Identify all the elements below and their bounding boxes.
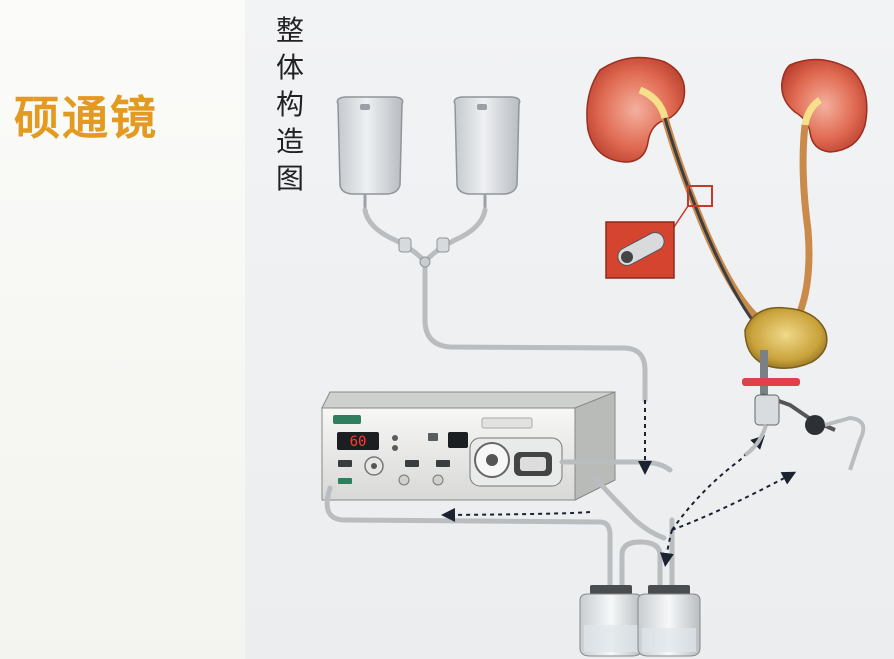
irrigation-pump: 60 bbox=[321, 391, 616, 501]
kidney-right bbox=[781, 58, 868, 153]
bladder bbox=[744, 306, 828, 369]
saline-bag-right bbox=[453, 96, 521, 210]
collection-bottle-right bbox=[637, 585, 701, 657]
scope-tip-inset bbox=[605, 185, 713, 279]
left-panel bbox=[0, 0, 245, 659]
ureters bbox=[661, 117, 813, 331]
drainage-tubing bbox=[324, 459, 675, 591]
flow-arrows bbox=[441, 400, 797, 567]
ureteroscope-handle bbox=[742, 350, 866, 471]
page-title: 硕通镜 bbox=[14, 91, 158, 145]
kidney-left bbox=[586, 56, 686, 163]
y-connector bbox=[398, 237, 450, 268]
pump-display-value: 60 bbox=[350, 434, 367, 450]
inflow-tubing bbox=[362, 207, 648, 403]
diagram-heading: 整体构造图 bbox=[275, 14, 304, 195]
collection-bottle-left bbox=[579, 585, 643, 657]
saline-bag-left bbox=[336, 96, 404, 210]
